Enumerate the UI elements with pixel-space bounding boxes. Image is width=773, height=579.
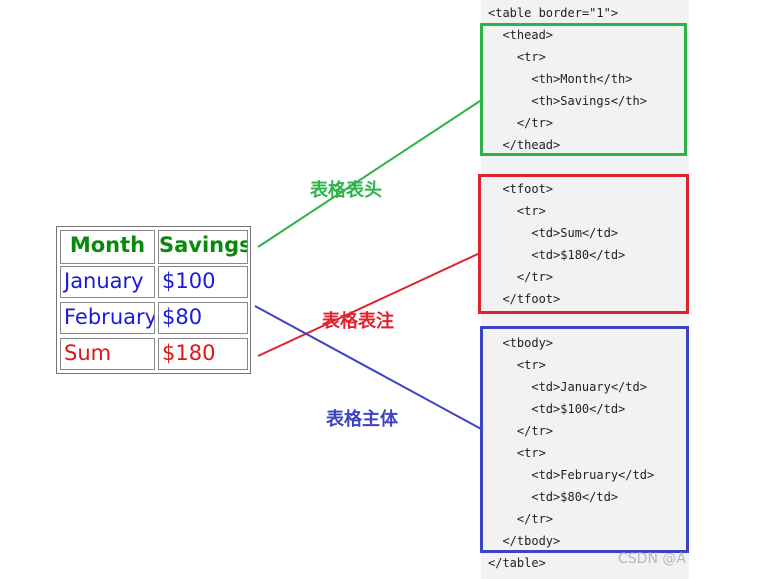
tbody-connector — [254, 305, 484, 431]
code-line: <td>$80</td> — [488, 490, 619, 504]
code-line: <td>Sum</td> — [488, 226, 619, 240]
body-cell: $80 — [158, 302, 248, 334]
tbody-highlight-box — [480, 326, 689, 553]
code-line: <table border="1"> — [488, 6, 619, 20]
code-line: <tr> — [488, 50, 546, 64]
body-cell: February — [60, 302, 155, 334]
tfoot-highlight-box — [478, 174, 689, 314]
code-line: </tbody> — [488, 534, 561, 548]
code-line: <thead> — [488, 28, 554, 42]
code-line: </table> — [488, 556, 546, 570]
footer-cell: Sum — [60, 338, 155, 370]
body-cell: January — [60, 266, 155, 298]
thead-connector — [257, 98, 484, 248]
code-line: <tfoot> — [488, 182, 554, 196]
code-line: <th>Month</th> — [488, 72, 633, 86]
code-line: </tr> — [488, 424, 554, 438]
tfoot-label: 表格表注 — [322, 311, 394, 332]
watermark: CSDN @A — [618, 551, 686, 567]
thead-label: 表格表头 — [310, 180, 382, 201]
rendered-table: Month Savings January $100 February $80 … — [56, 226, 251, 374]
body-cell: $100 — [158, 266, 248, 298]
code-line: </tr> — [488, 512, 554, 526]
code-line: </tr> — [488, 270, 554, 284]
code-line: <td>$100</td> — [488, 402, 626, 416]
code-line: <td>January</td> — [488, 380, 647, 394]
header-cell-month: Month — [60, 230, 155, 264]
code-line: </tr> — [488, 116, 554, 130]
code-panel: <table border="1"> <thead> <tr> <th>Mont… — [481, 0, 689, 579]
thead-highlight-box — [480, 23, 687, 156]
tfoot-connector — [257, 252, 481, 357]
code-line: <td>February</td> — [488, 468, 655, 482]
code-line: <th>Savings</th> — [488, 94, 647, 108]
footer-cell: $180 — [158, 338, 248, 370]
tbody-label: 表格主体 — [326, 409, 398, 430]
code-line: <tr> — [488, 358, 546, 372]
code-line: <td>$180</td> — [488, 248, 626, 262]
code-line: </tfoot> — [488, 292, 561, 306]
header-cell-savings: Savings — [158, 230, 248, 264]
code-line: <tr> — [488, 204, 546, 218]
code-line: <tr> — [488, 446, 546, 460]
code-line: </thead> — [488, 138, 561, 152]
code-line: <tbody> — [488, 336, 554, 350]
